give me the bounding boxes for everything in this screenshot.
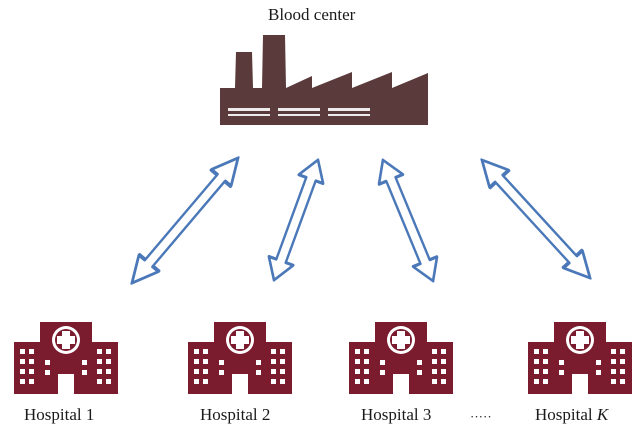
hospital-3-icon [349, 322, 453, 394]
hospital-2-label: Hospital 2 [200, 405, 271, 424]
factory-icon [220, 35, 428, 125]
hospital-2-icon [188, 322, 292, 394]
arrow-to-hospital-3 [369, 153, 447, 288]
arrow-to-hospital-2 [260, 153, 332, 287]
ellipsis-label: ····· [470, 409, 492, 424]
blood-center-label: Blood center [268, 5, 356, 24]
hospital-3-label: Hospital 3 [361, 405, 432, 424]
arrow-to-hospital-k [470, 149, 602, 289]
hospital-k-label: Hospital K [535, 405, 609, 424]
arrow-to-hospital-1 [120, 147, 250, 294]
hospital-1-icon [14, 322, 118, 394]
hospital-k-icon [528, 322, 632, 394]
hospital-1-label: Hospital 1 [24, 405, 95, 424]
